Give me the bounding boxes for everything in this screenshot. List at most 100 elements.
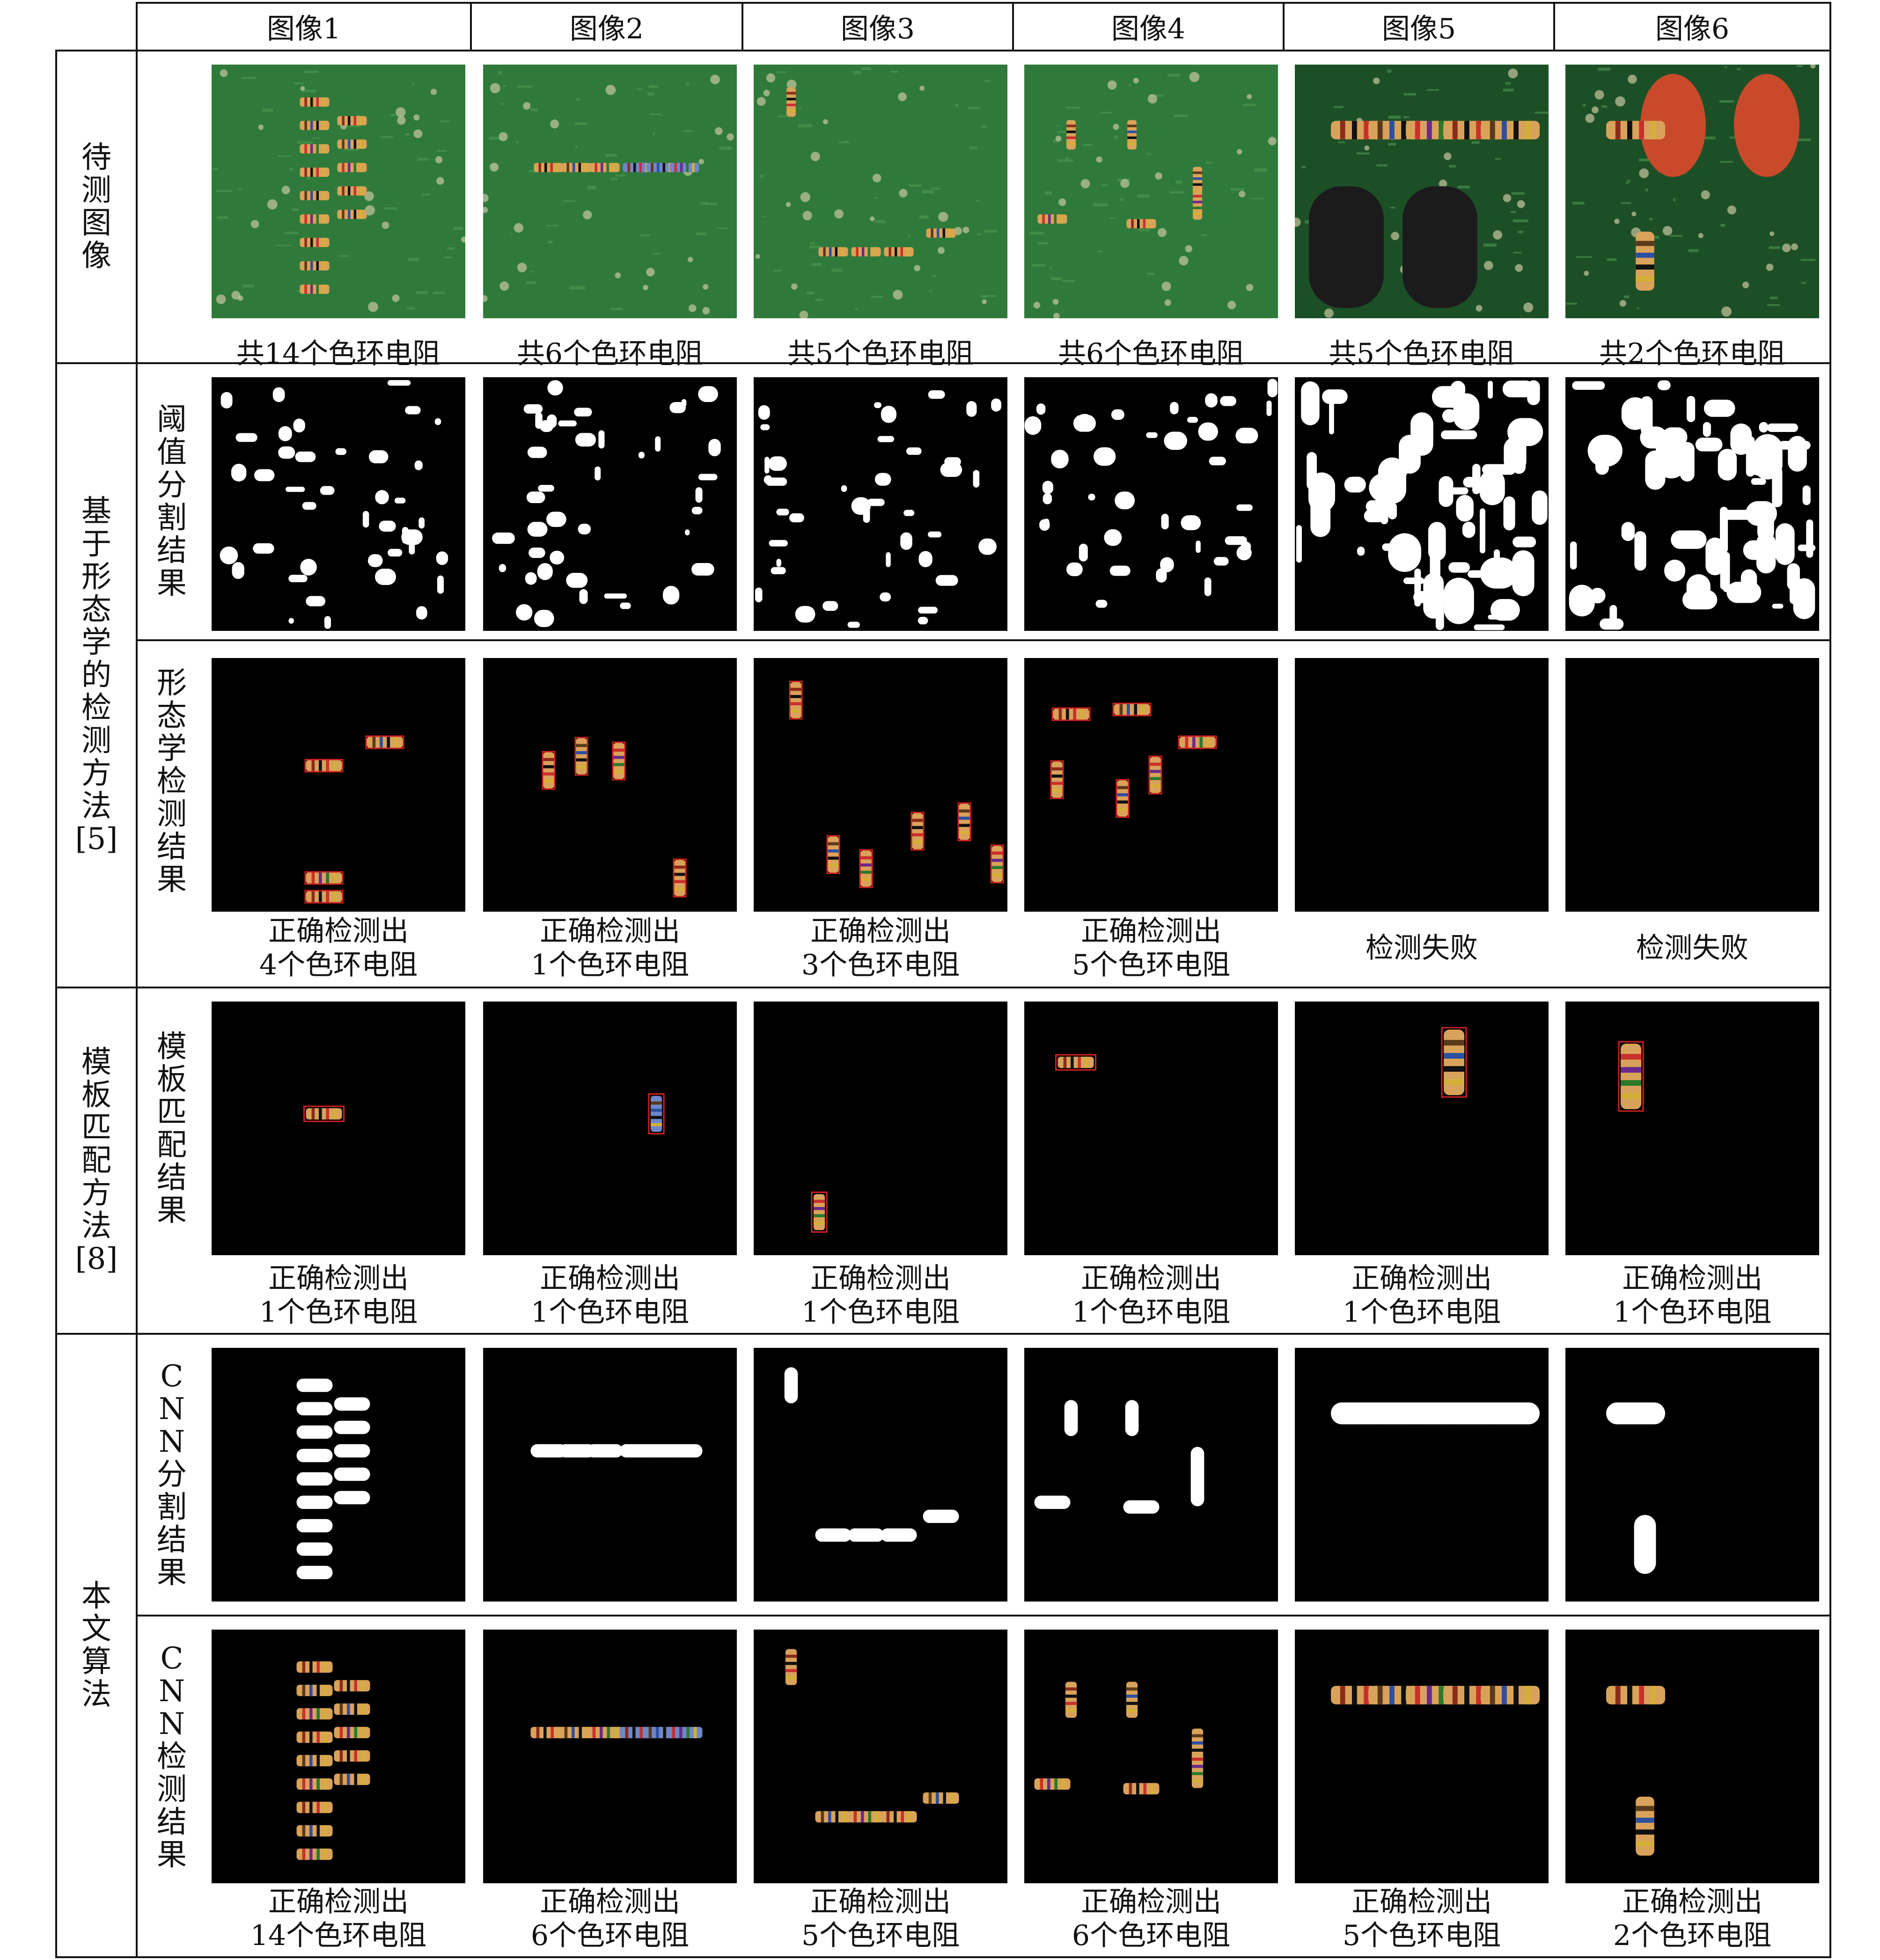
vertical-label-char: 果 xyxy=(157,1193,187,1228)
resistor-thumbnail xyxy=(296,1684,333,1697)
vertical-label-char: 板 xyxy=(157,1062,187,1097)
rule-section-2 xyxy=(55,987,1831,988)
caption-line: 1个色环电阻 xyxy=(530,949,690,981)
vertical-label-char: 果 xyxy=(157,1556,187,1590)
input-image-1 xyxy=(212,65,465,318)
rule-bottom xyxy=(55,1956,1831,1958)
caption-line: 共5个色环电阻 xyxy=(787,337,974,370)
threshold-mask-3 xyxy=(754,377,1007,631)
resistor-thumbnail xyxy=(574,737,588,776)
column-header-3: 图像3 xyxy=(840,12,915,45)
resistor-thumbnail xyxy=(1050,760,1064,799)
vertical-label-char: 检 xyxy=(157,1740,187,1774)
threshold-mask-5 xyxy=(1295,377,1549,631)
resistor-thumbnail xyxy=(826,835,840,874)
resistor-thumbnail xyxy=(300,238,330,247)
column-header-4: 图像4 xyxy=(1111,12,1186,45)
row-label-template-detect: 模板匹配结果 xyxy=(138,988,206,1269)
resistor-thumbnail xyxy=(562,163,592,172)
section-label-template: 模板匹配方法[8] xyxy=(57,988,136,1333)
rule-col-1 xyxy=(470,2,472,51)
vertical-label-char: 结 xyxy=(157,1523,187,1558)
threshold-mask-6 xyxy=(1565,377,1819,631)
resistor-thumbnail xyxy=(587,1726,623,1739)
caption-line: 正确检测出 xyxy=(540,915,680,948)
vertical-label-char: 果 xyxy=(157,1838,187,1872)
cnn-detection-5 xyxy=(1295,1630,1549,1883)
vertical-label-char: 法 xyxy=(81,1677,111,1712)
morphology-detection-6 xyxy=(1565,658,1819,912)
vertical-label-char: 结 xyxy=(157,1161,187,1195)
rule-col-3 xyxy=(1012,2,1014,51)
caption-line: 共2个色环电阻 xyxy=(1599,337,1786,370)
rule-col-5 xyxy=(1553,2,1555,51)
vertical-label-char: 法 xyxy=(81,789,111,824)
resistor-thumbnail xyxy=(1112,702,1152,717)
input-caption-3: 共5个色环电阻 xyxy=(749,337,1012,371)
vertical-label-char: 像 xyxy=(81,239,111,273)
resistor-thumbnail xyxy=(1126,1682,1138,1718)
rule-top xyxy=(136,2,1831,4)
cnn-detection-1 xyxy=(212,1630,465,1883)
vertical-label-char: 检 xyxy=(81,691,111,725)
column-header-1: 图像1 xyxy=(266,12,341,45)
vertical-label-char: 学 xyxy=(81,625,111,660)
resistor-thumbnail xyxy=(1065,1682,1077,1718)
vertical-label-char: 基 xyxy=(81,494,111,529)
resistor-thumbnail xyxy=(1191,1752,1204,1788)
vertical-label-char: 方 xyxy=(81,1176,111,1211)
cnn-detection-2 xyxy=(483,1630,737,1883)
resistor-thumbnail xyxy=(542,751,556,790)
caption-line: 2个色环电阻 xyxy=(1613,1919,1772,1952)
input-caption-4: 共6个色环电阻 xyxy=(1020,337,1282,371)
vertical-label-char: 算 xyxy=(81,1645,111,1679)
caption-line: 正确检测出 xyxy=(1622,1262,1762,1295)
caption-line: 正确检测出 xyxy=(268,1262,409,1295)
threshold-mask-2 xyxy=(483,377,737,631)
resistor-thumbnail xyxy=(337,139,367,149)
vertical-label-char: C xyxy=(160,1641,184,1676)
resistor-thumbnail xyxy=(296,1708,333,1720)
caption-line: 1个色环电阻 xyxy=(259,1296,418,1329)
rule-row-morph xyxy=(136,639,1831,641)
cnn-detection-3 xyxy=(754,1630,1007,1883)
vertical-label-char: 测 xyxy=(157,797,187,832)
resistor-thumbnail xyxy=(337,163,367,172)
resistor-thumbnail xyxy=(1126,219,1156,228)
vertical-label-char: 方 xyxy=(81,756,111,791)
caption-line: 正确检测出 xyxy=(268,915,409,948)
vertical-label-char: 态 xyxy=(157,699,187,733)
vertical-label-char: [5] xyxy=(75,822,118,856)
section-label-morphology: 基于形态学的检测方法[5] xyxy=(57,364,136,987)
cnn-detection-6 xyxy=(1565,1630,1819,1883)
resistor-thumbnail xyxy=(304,759,344,773)
column-header-5: 图像5 xyxy=(1381,12,1456,45)
resistor-thumbnail xyxy=(1066,120,1076,150)
vertical-label-char: 果 xyxy=(157,863,187,897)
vertical-label-char: 值 xyxy=(157,435,187,470)
section-label-input: 待测图像 xyxy=(57,51,136,362)
rule-left-outer xyxy=(55,50,57,1958)
resistor-thumbnail xyxy=(1034,1778,1071,1790)
caption-line: 正确检测出 xyxy=(1351,1886,1492,1918)
vertical-label-char: 果 xyxy=(157,566,187,601)
resistor-thumbnail xyxy=(296,1825,333,1837)
vertical-label-char: [8] xyxy=(75,1242,118,1276)
resistor-thumbnail xyxy=(923,1792,959,1804)
morphology-detection-5 xyxy=(1295,658,1549,912)
cnn-segmentation-6 xyxy=(1565,1348,1819,1602)
resistor-thumbnail xyxy=(337,210,367,219)
resistor-thumbnail xyxy=(334,1703,370,1715)
resistor-thumbnail xyxy=(1178,735,1217,749)
resistor-thumbnail xyxy=(590,163,620,172)
resistor-thumbnail xyxy=(1037,214,1067,224)
vertical-label-char: 割 xyxy=(157,1490,187,1525)
resistor-thumbnail xyxy=(911,812,925,851)
